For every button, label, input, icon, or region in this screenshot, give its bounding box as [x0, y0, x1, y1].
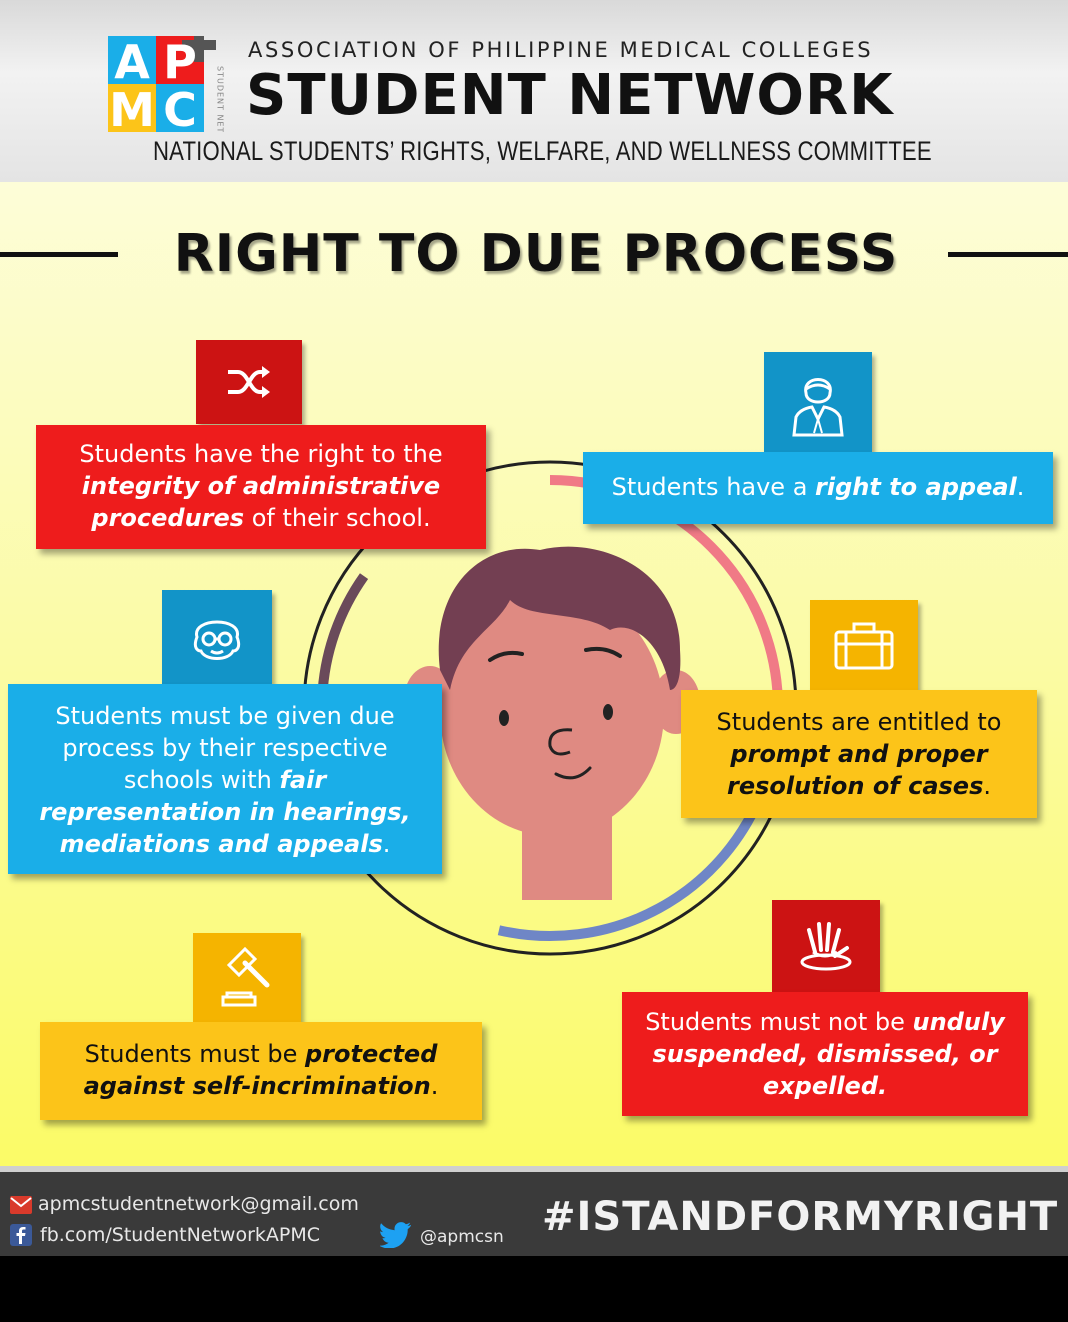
right-suspension-box: Students must not be unduly suspended, d…: [622, 992, 1028, 1116]
shuffle-icon: [228, 366, 270, 398]
mouth: [554, 766, 592, 780]
organization-name: ASSOCIATION OF PHILIPPINE MEDICAL COLLEG…: [248, 38, 874, 62]
right-resolution-text-2: .: [983, 772, 992, 800]
email-link[interactable]: apmcstudentnetwork@gmail.com: [38, 1193, 359, 1215]
right-integrity-text-2: of their school.: [244, 504, 431, 532]
right-suspension-text-1: Students must not be: [645, 1008, 913, 1036]
right-self-incrimination-text-2: .: [430, 1072, 439, 1100]
right-self-incrimination-text-1: Students must be: [84, 1040, 305, 1068]
right-resolution-emphasis-2: resolution of cases: [726, 772, 984, 800]
right-resolution-emphasis-1: prompt and proper: [730, 740, 988, 768]
title-banner: RIGHT TO DUE PROCESS: [0, 222, 1068, 286]
briefcase-icon-tile: [810, 600, 918, 690]
right-self-incrimination-box: Students must be protected against self-…: [40, 1022, 482, 1120]
right-suspension-emphasis-3: expelled.: [762, 1072, 888, 1100]
shuffle-icon-tile: [196, 340, 302, 424]
gavel-icon: [221, 947, 270, 1007]
right-resolution-text-1: Students are entitled to: [716, 708, 1002, 736]
right-integrity-emphasis-2: procedures: [91, 504, 245, 532]
logo-letter-p: P: [163, 36, 197, 89]
person-icon-tile: [764, 352, 872, 452]
footer-divider: [0, 1166, 1068, 1174]
title-rule-left: [0, 252, 118, 257]
bottom-band: [0, 1256, 1068, 1322]
right-suspension-emphasis-1: unduly: [912, 1008, 1005, 1036]
person-icon: [792, 378, 844, 437]
right-self-incrimination-emphasis-2: against self-incrimination: [83, 1072, 431, 1100]
eye-left: [499, 710, 509, 726]
twitter-icon: [380, 1222, 411, 1248]
apmc-logo: A P M C STUDENT NETWORK: [108, 36, 225, 132]
right-due-process-text-3: schools with: [123, 766, 280, 794]
briefcase-icon: [834, 622, 894, 670]
twitter-link[interactable]: @apmcsn: [420, 1227, 504, 1247]
footer: [0, 1172, 1068, 1256]
facebook-icon: [10, 1224, 32, 1246]
right-due-process-box: Students must be given due process by th…: [8, 684, 442, 874]
eyebrow-right: [584, 646, 622, 658]
nose: [548, 728, 573, 756]
committee-name: NATIONAL STUDENTS’ RIGHTS, WELFARE, AND …: [153, 136, 932, 166]
hashtag: #ISTANDFORMYRIGHT: [542, 1194, 1059, 1240]
elderly-face-icon-tile: [162, 590, 272, 684]
right-due-process-text-4: .: [382, 830, 391, 858]
right-appeal-text-2: .: [1016, 473, 1025, 501]
right-integrity-box: Students have the right to the integrity…: [36, 425, 486, 549]
right-due-process-emphasis-1: fair: [279, 766, 327, 794]
right-resolution-box: Students are entitled to prompt and prop…: [681, 690, 1037, 818]
right-appeal-box: Students have a right to appeal.: [583, 452, 1053, 524]
right-appeal-text-1: Students have a: [611, 473, 816, 501]
header: A P M C STUDENT NETWORK ASSOCIATION OF P…: [0, 0, 1068, 182]
eyebrow-left: [488, 650, 524, 662]
gavel-icon-tile: [193, 933, 301, 1023]
logo-side-text: STUDENT NETWORK: [216, 66, 225, 132]
network-name: STUDENT NETWORK: [246, 63, 894, 128]
page-title: RIGHT TO DUE PROCESS: [173, 224, 899, 284]
right-integrity-text-1: Students have the right to the: [79, 440, 443, 468]
right-due-process-text-1: Students must be given due: [55, 702, 395, 730]
title-rule-right: [948, 252, 1068, 257]
right-due-process-emphasis-2: representation in hearings,: [39, 798, 411, 826]
right-due-process-emphasis-3: mediations and appeals: [59, 830, 383, 858]
hair: [438, 546, 681, 690]
right-suspension-emphasis-2: suspended, dismissed, or: [652, 1040, 998, 1068]
drowning-hand-icon-tile: [772, 900, 880, 992]
email-icon: [10, 1196, 32, 1214]
facebook-link[interactable]: fb.com/StudentNetworkAPMC: [40, 1224, 321, 1246]
drowning-hand-icon: [800, 922, 852, 971]
logo-letter-m: M: [109, 83, 155, 132]
right-integrity-emphasis-1: integrity of administrative: [81, 472, 441, 500]
right-self-incrimination-emphasis-1: protected: [304, 1040, 438, 1068]
logo-letter-c: C: [163, 83, 197, 132]
eye-right: [603, 704, 613, 720]
right-due-process-text-2: process by their respective: [62, 734, 388, 762]
right-appeal-emphasis: right to appeal: [815, 473, 1017, 501]
logo-letter-a: A: [114, 36, 150, 89]
elderly-face-icon: [193, 620, 241, 660]
